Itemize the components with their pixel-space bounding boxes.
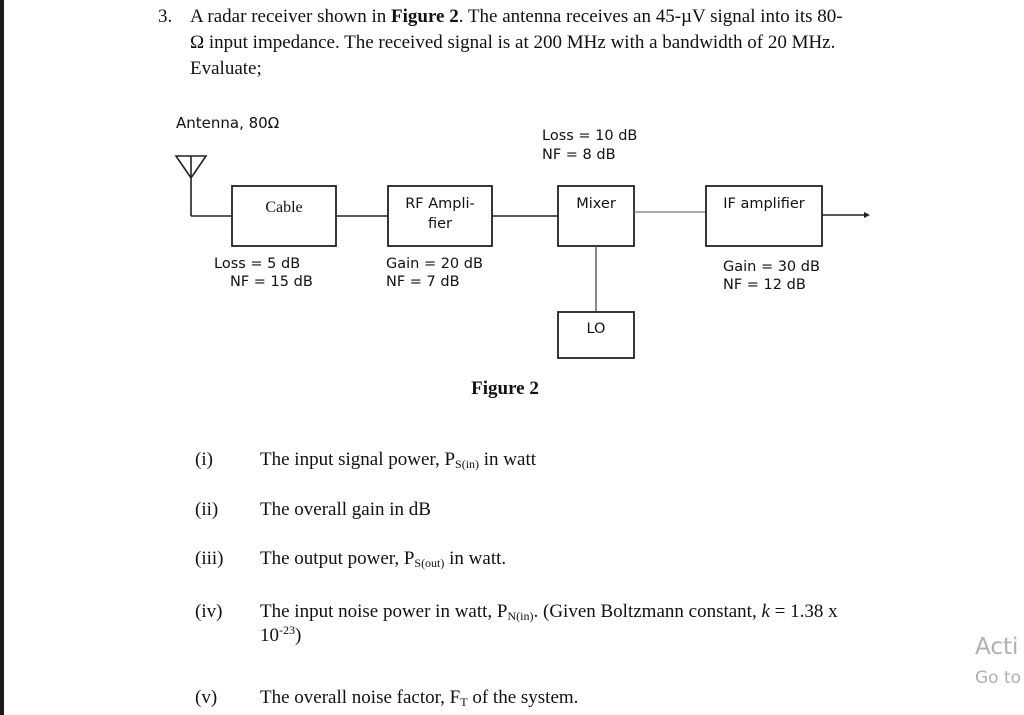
rf-amplifier-gain: Gain = 20 dB — [386, 256, 483, 272]
item-v-text: The overall noise factor, FT of the syst… — [260, 687, 579, 709]
question-line-1: A radar receiver shown in Figure 2. The … — [190, 6, 843, 27]
mixer-block — [557, 185, 635, 247]
rf-amplifier-label-2: fier — [428, 216, 452, 232]
item-iv-number: (iv) — [195, 601, 223, 622]
cable-nf: NF = 15 dB — [230, 274, 313, 290]
item-i-number: (i) — [195, 449, 213, 470]
if-amplifier-label: IF amplifier — [723, 196, 805, 212]
left-border — [0, 0, 4, 715]
rf-amplifier-label-1: RF Ampli- — [405, 196, 475, 212]
cable-block — [231, 185, 337, 247]
lo-label: LO — [587, 321, 606, 337]
output-arrow-icon — [864, 212, 870, 218]
activation-watermark-line1: Acti — [975, 634, 1019, 660]
lo-block — [557, 311, 635, 359]
question-line-3: Evaluate; — [190, 58, 262, 79]
question-line-2: Ω input impedance. The received signal i… — [190, 32, 836, 53]
activation-watermark-line2: Go to — [975, 668, 1022, 688]
if-amplifier-gain: Gain = 30 dB — [723, 259, 820, 275]
mixer-label: Mixer — [576, 196, 616, 212]
if-amplifier-block — [705, 185, 823, 247]
antenna-icon — [174, 155, 232, 217]
cable-label: Cable — [265, 199, 302, 216]
question-text: A radar receiver shown in Figure 2. The … — [190, 4, 910, 82]
antenna-label: Antenna, 80Ω — [176, 114, 279, 132]
rf-amplifier-block — [387, 185, 493, 247]
item-iii-text: The output power, PS(out) in watt. — [260, 548, 507, 570]
rf-amplifier-nf: NF = 7 dB — [386, 274, 460, 290]
cable-loss: Loss = 5 dB — [214, 256, 300, 272]
if-amplifier-nf: NF = 12 dB — [723, 277, 806, 293]
item-ii-text: The overall gain in dB — [260, 499, 431, 520]
item-i-text: The input signal power, PS(in) in watt — [260, 449, 537, 471]
item-ii-number: (ii) — [195, 499, 219, 520]
mixer-nf: NF = 8 dB — [542, 147, 616, 163]
question-number: 3. — [158, 6, 173, 27]
mixer-loss: Loss = 10 dB — [542, 128, 637, 144]
item-iii-number: (iii) — [195, 548, 224, 569]
item-iv-text: The input noise power in watt, PN(in). (… — [260, 601, 838, 646]
item-v-number: (v) — [195, 687, 218, 708]
block-diagram: Antenna, 80Ω Cable Loss = 5 dB NF = 15 d… — [174, 114, 870, 359]
figure-caption: Figure 2 — [471, 378, 539, 399]
